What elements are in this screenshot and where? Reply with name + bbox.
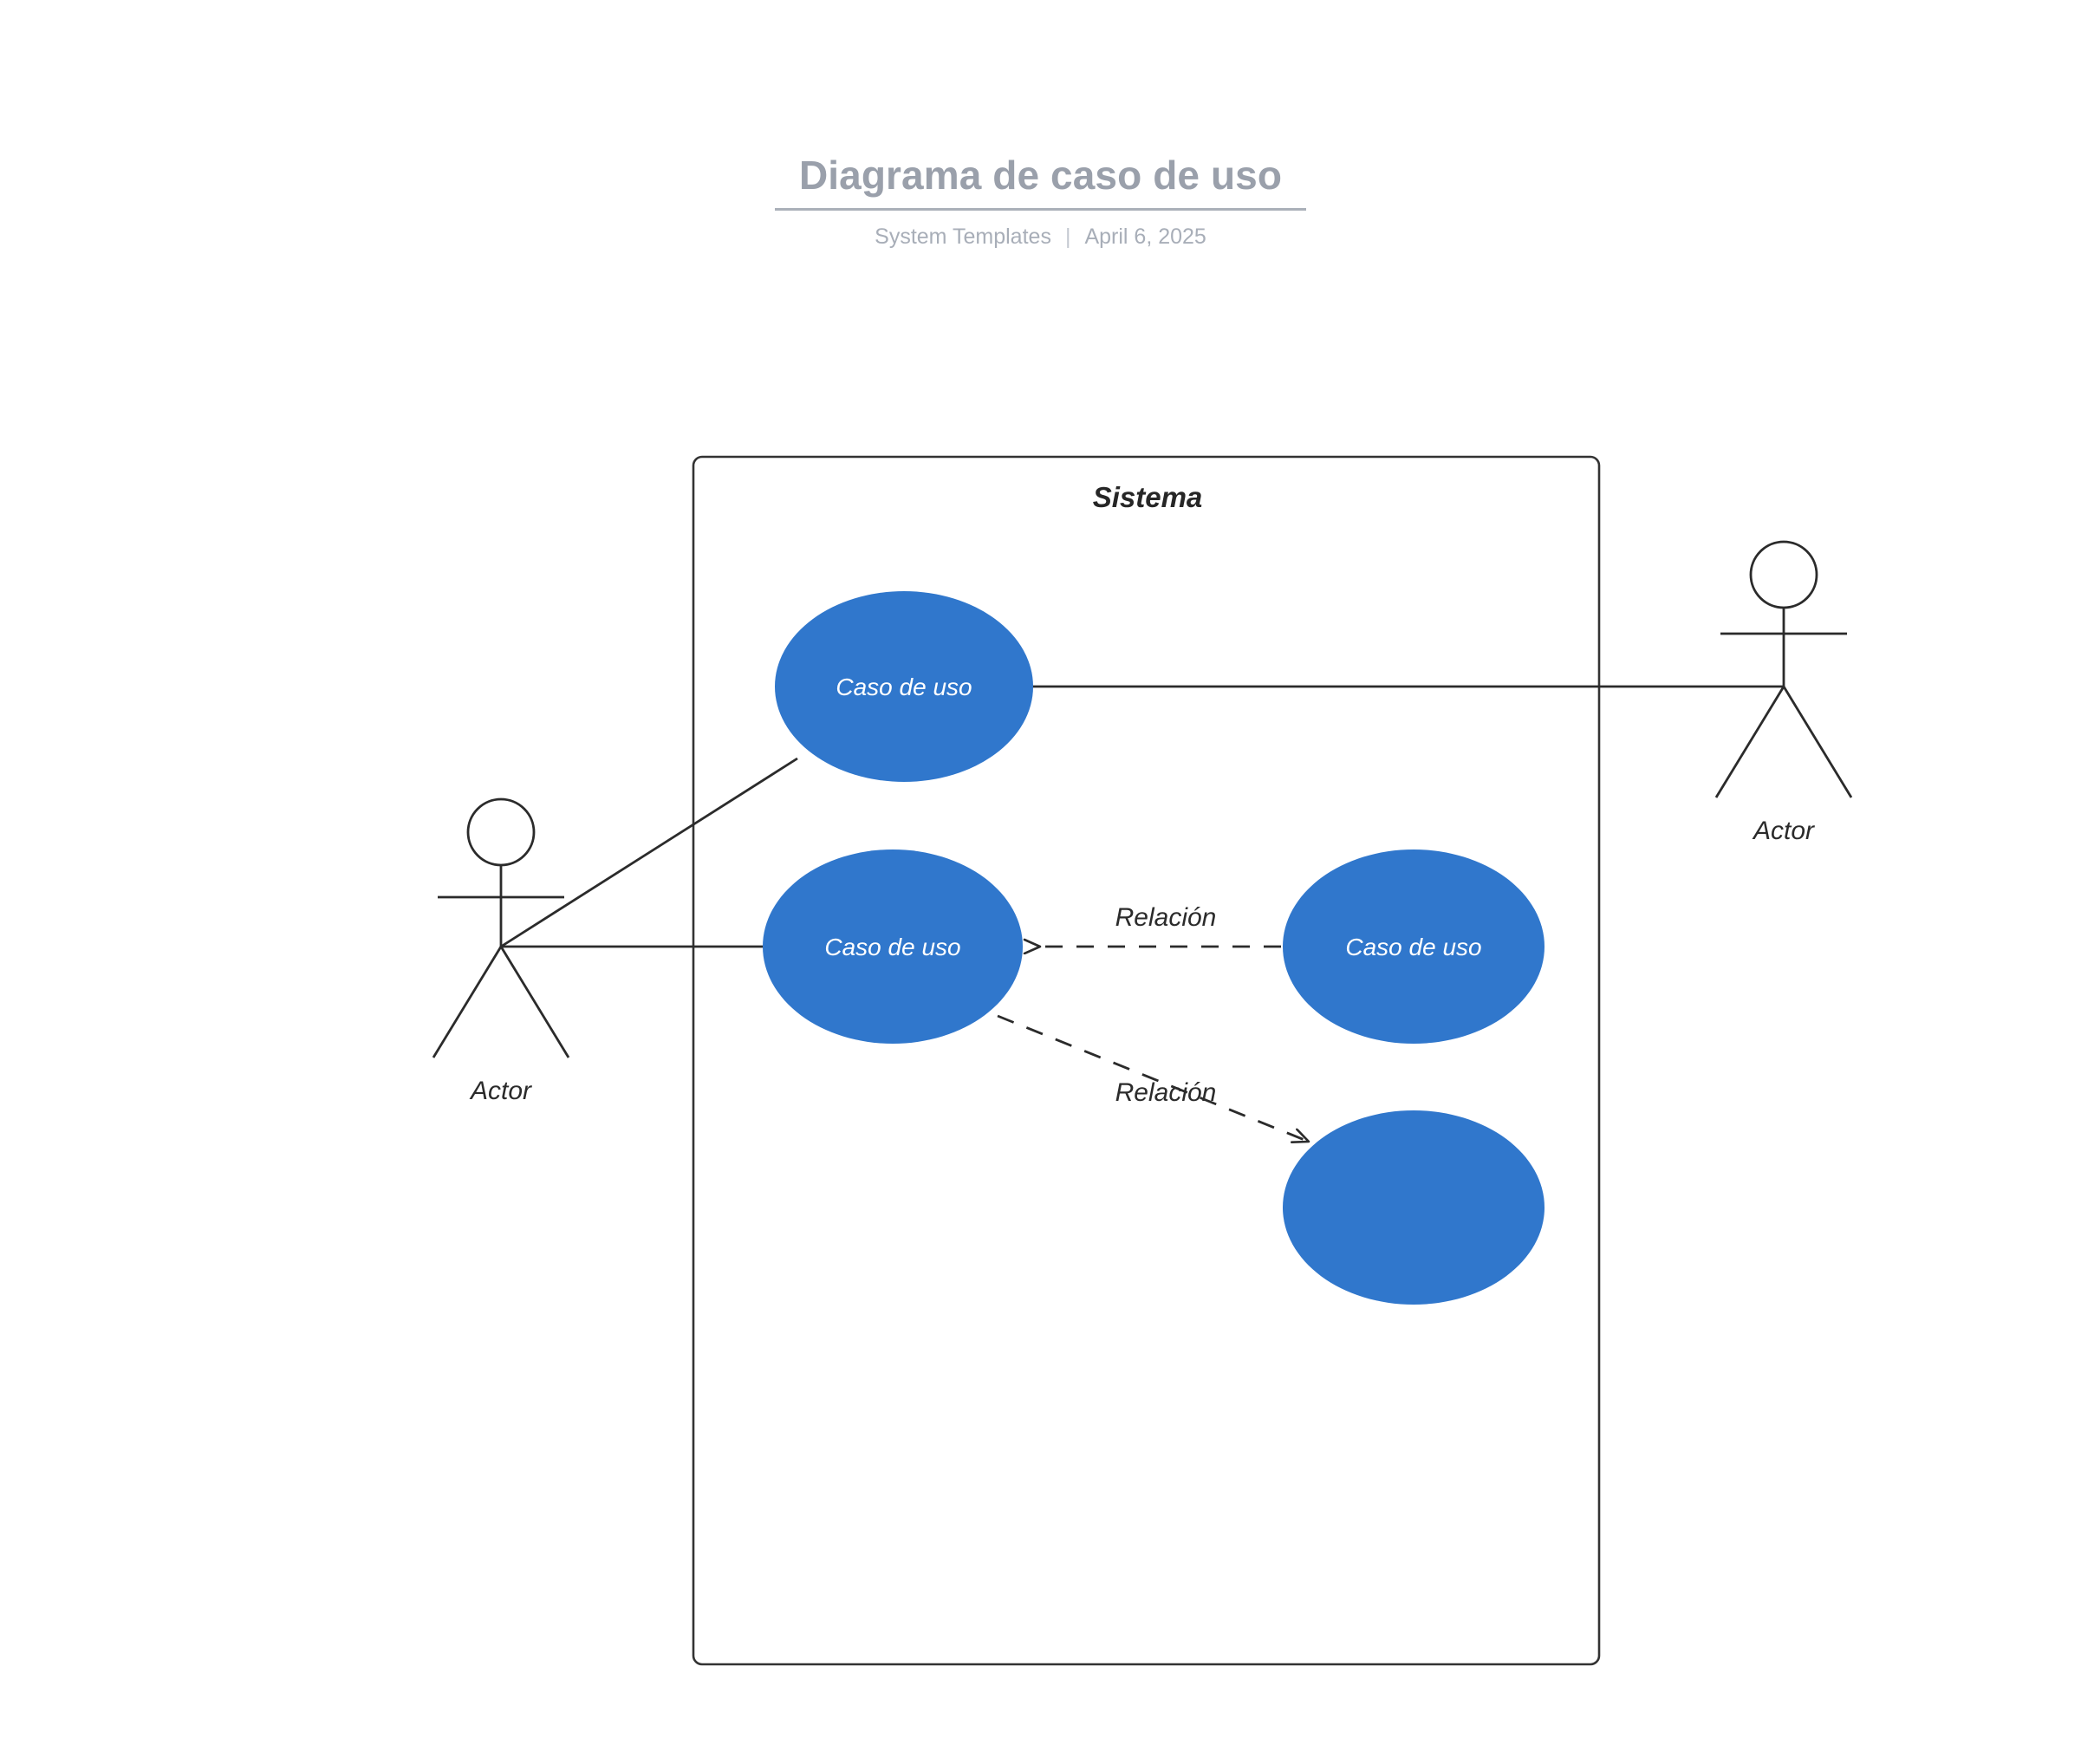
document-header: Diagrama de caso de uso System Templates… bbox=[0, 0, 2081, 250]
use-case-ellipse[interactable] bbox=[775, 591, 1033, 782]
use-case-uc2[interactable]: Caso de uso bbox=[763, 849, 1023, 1044]
actor-leg-left[interactable] bbox=[432, 946, 503, 1058]
use-case-label: Caso de uso bbox=[836, 674, 972, 700]
use-case-label: Caso de uso bbox=[824, 934, 960, 960]
use-case-uc3[interactable]: Caso de uso bbox=[1283, 849, 1544, 1044]
relation-rel-2[interactable]: Relación bbox=[997, 1014, 1309, 1142]
page-title: Diagrama de caso de uso bbox=[774, 154, 1307, 212]
system-boundary-label: Sistema bbox=[1093, 481, 1203, 513]
document-date: April 6, 2025 bbox=[1084, 225, 1206, 250]
actor-leg-left[interactable] bbox=[1714, 686, 1785, 798]
actor-leg-right[interactable] bbox=[499, 946, 570, 1058]
relation-rel-1[interactable]: Relación bbox=[1040, 903, 1281, 947]
use-case-ellipse[interactable] bbox=[763, 849, 1023, 1044]
actor-left[interactable]: Actor bbox=[432, 797, 570, 1105]
actor-leg-right[interactable] bbox=[1782, 686, 1853, 798]
use-case-ellipse[interactable] bbox=[1283, 849, 1544, 1044]
actor-label: Actor bbox=[469, 1077, 532, 1105]
actor-head-icon[interactable] bbox=[466, 797, 536, 867]
use-case-uc4[interactable] bbox=[1283, 1110, 1544, 1305]
actor-label: Actor bbox=[1752, 817, 1815, 845]
use-case-label: Caso de uso bbox=[1345, 934, 1481, 960]
document-source: System Templates bbox=[875, 225, 1051, 250]
subline-separator: | bbox=[1064, 225, 1071, 250]
actor-right[interactable]: Actor bbox=[1714, 540, 1853, 845]
document-subline: System Templates | April 6, 2025 bbox=[0, 225, 2081, 250]
relation-label: Relación bbox=[1115, 903, 1217, 932]
relation-line[interactable] bbox=[997, 1014, 1309, 1142]
use-case-uc1[interactable]: Caso de uso bbox=[775, 591, 1033, 782]
actor-head-icon[interactable] bbox=[1749, 540, 1818, 609]
association-lines bbox=[500, 685, 1784, 948]
relation-label: Relación bbox=[1115, 1078, 1217, 1107]
use-case-ellipse[interactable] bbox=[1283, 1110, 1544, 1305]
association-line-actor-left-uc1[interactable] bbox=[500, 757, 798, 948]
